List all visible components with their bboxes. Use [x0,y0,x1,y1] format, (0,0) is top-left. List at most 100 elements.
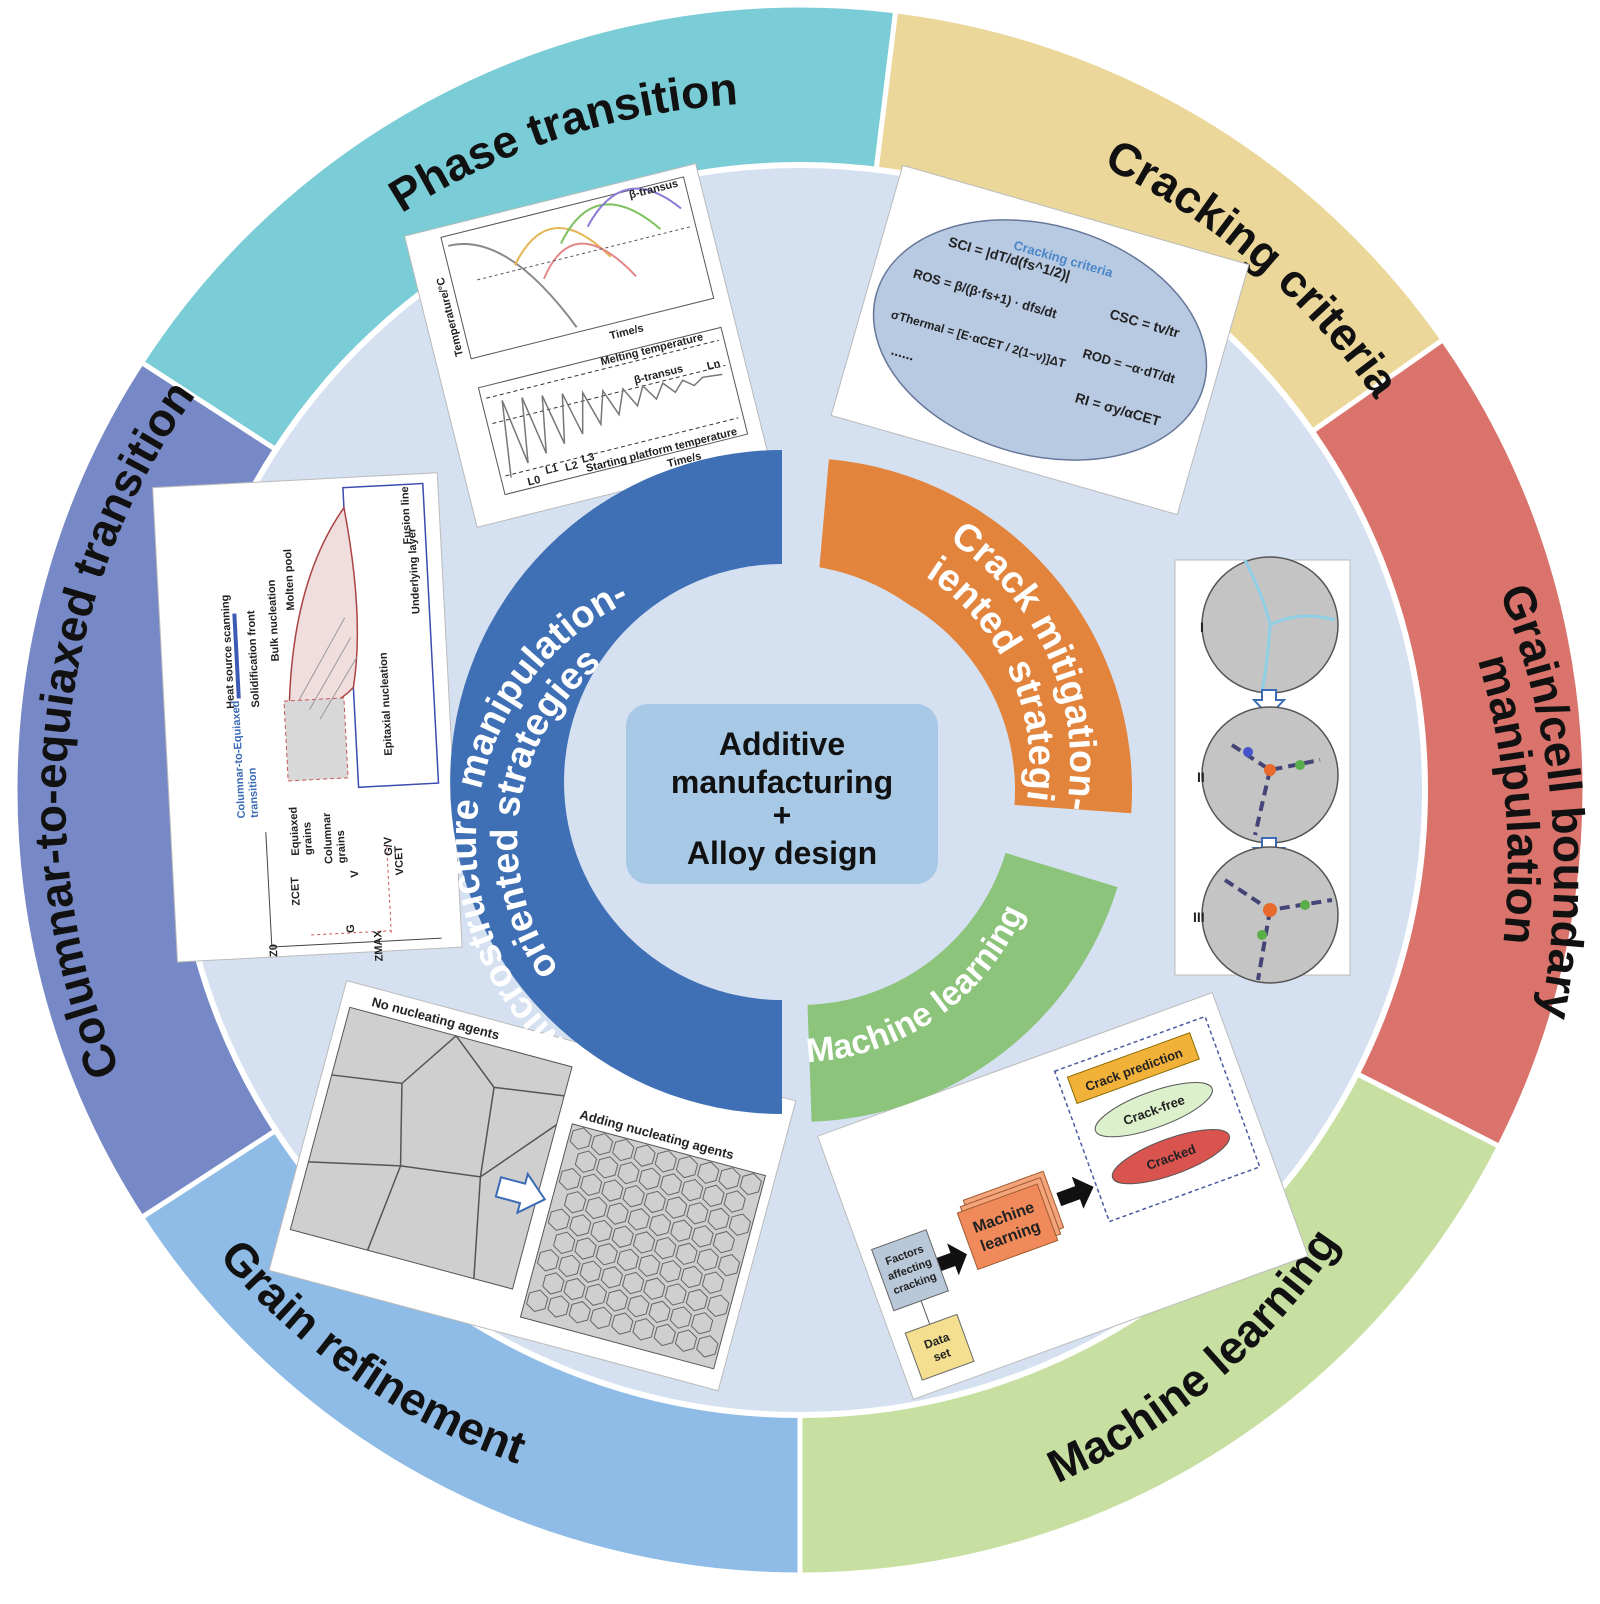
cet-vcet: VCET [393,845,407,875]
fine-grain-cell [621,1271,645,1295]
fine-grain-cell [563,1191,587,1214]
fine-grain-cell [547,1208,571,1231]
cet-heat: Heat source scanning [219,594,237,709]
cet-zmax: ZMAX [372,929,386,961]
fine-grain-cell [648,1300,671,1324]
grain-arrow [494,1171,547,1215]
gcb-label-3: III [1193,909,1205,925]
fine-grain-cell [622,1185,645,1208]
cracking-more: ...... [889,342,916,364]
cet-epi: Epitaxial nucleation [378,652,395,756]
segment-crack-mitigation [818,459,1133,814]
fine-grain-cell [707,1207,730,1231]
fine-grain-cell [653,1323,676,1347]
grain-cell-boundary-panel: I II III [1174,556,1351,984]
fine-grain-cell [702,1184,725,1208]
cet-g: G [345,924,357,933]
cet-eq-a: Equiaxed [288,806,303,855]
fine-grain-cell [617,1161,640,1185]
fine-grain-cell [686,1202,709,1225]
phase-transition-panel: β-transus Time/s Temperature/°C Melting … [403,163,769,528]
fine-grain-cell [542,1272,565,1295]
fine-grain-cell [664,1196,688,1219]
fine-grain-cell [706,1294,730,1317]
fine-grain-cell [648,1213,672,1237]
cet-col-b: grains [335,830,349,864]
center-line-3: + [773,797,792,833]
fine-grain-cell [723,1190,746,1213]
fine-grain-cell [680,1265,703,1289]
cet-bulk: Bulk nucleation [266,579,282,662]
fine-grain-cell [717,1254,741,1277]
fine-grain-cell [633,1144,656,1167]
phase-l1: L1 [544,462,559,477]
inner-ring [450,450,1133,1122]
fine-grain-cell [605,1289,629,1312]
cet-under: Underlying layer [406,527,423,614]
phase-l0: L0 [526,474,541,489]
fine-grain-cell [681,1178,704,1202]
cet-panel: Heat source scanning Solidification fron… [152,472,463,963]
fine-grain-cell [664,1283,687,1306]
phase-l3: L3 [580,451,595,466]
fine-grain-cell [654,1150,677,1173]
fine-grain-cell [632,1231,656,1254]
phase-ln: Ln [706,358,722,373]
fine-grain-cell [675,1242,698,1266]
fine-grain-cell [669,1306,692,1329]
fine-grain-cell [611,1225,634,1248]
center-box [626,704,938,884]
fine-grain-cell [701,1271,725,1294]
fine-grain-cell [728,1213,752,1236]
gcb-label-1: I [1200,619,1204,635]
fine-grain-cell [638,1254,661,1277]
fine-grain-cell [596,1156,619,1179]
fine-grain-cell [558,1167,582,1191]
ml-arrow-2 [936,1243,967,1276]
fine-grain-cell [685,1288,709,1312]
fine-grain-cell [696,1248,719,1271]
fine-grain-cell [691,1225,714,1248]
fine-grain-cell [697,1161,720,1184]
fine-grain-cell [553,1231,576,1255]
fine-grain-cell [579,1173,603,1196]
fine-grain-cell [616,1248,640,1272]
cet-solid: Solidification front [245,610,262,708]
cet-pool: Molten pool [282,549,297,611]
center-line-2: manufacturing [671,764,893,800]
machine-learning-panel: Crack prediction Crack-free Cracked Mach… [816,991,1309,1400]
cet-zcet: ZCET [289,876,303,906]
ml-arrow-1 [1056,1176,1094,1209]
cet-z0: Z0 [268,944,281,957]
fine-grain-cell [574,1237,597,1260]
fine-grain-cell [659,1260,682,1283]
cet-v: V [349,869,361,878]
fine-grain-cell [569,1214,592,1237]
cet-col-a: Columnar [321,812,336,865]
fine-grain-cell [584,1283,607,1306]
fine-grain-cell [568,1301,591,1324]
center-line-1: Additive [719,726,845,762]
fine-grain-cell [585,1196,608,1220]
cet-cet-b: transition [246,767,261,818]
fine-grain-cell [718,1167,741,1190]
fine-grain-cell [643,1277,666,1300]
segment-microstructure [450,450,782,1114]
fine-grain-cell [589,1306,613,1330]
fine-grain-cell [590,1133,614,1156]
segment-machine-learning-inner [807,852,1118,1122]
cet-fusion: Fusion line [399,486,414,545]
fine-grain-cell [579,1260,602,1283]
cet-gv: G/V [382,836,395,856]
fine-grain-cell [590,1219,613,1243]
cet-eq-b: grains [301,822,315,856]
fine-grain-cell [526,1289,549,1313]
fine-grains [526,1127,762,1358]
fine-grain-cell [569,1127,592,1150]
fine-grain-cell [696,1335,719,1358]
fine-grain-cell [654,1236,677,1260]
fine-grain-cell [674,1329,698,1352]
fine-grain-cell [712,1230,735,1254]
fine-grain-cell [563,1277,586,1301]
